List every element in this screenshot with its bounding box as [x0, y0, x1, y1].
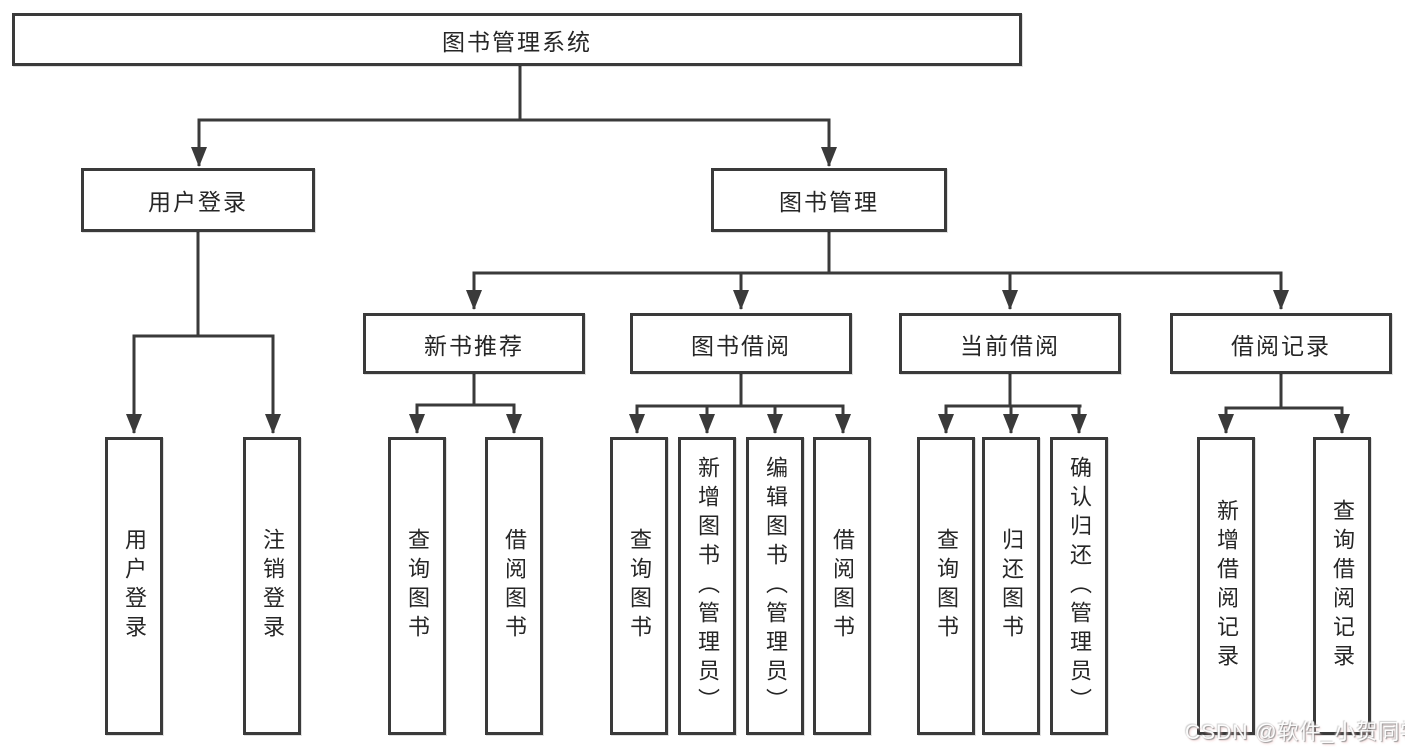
node-new-book-recommend: 新书推荐	[363, 313, 585, 374]
node-book-management: 图书管理	[711, 168, 947, 232]
book-management-branch	[466, 232, 1289, 310]
current-borrow-branch	[938, 374, 1087, 434]
node-borrow-record: 借阅记录	[1170, 313, 1392, 374]
borrow-record-branch	[1218, 374, 1350, 434]
leaf-logout: 注销登录	[243, 437, 301, 735]
root-branch	[191, 66, 837, 167]
book-borrow-branch	[629, 374, 851, 434]
node-current-borrow: 当前借阅	[899, 313, 1121, 374]
node-user-login: 用户登录	[81, 168, 315, 232]
leaf-edit-books-admin: 编辑图书（管理员）	[746, 437, 804, 735]
user-login-branch	[126, 232, 281, 434]
leaf-user-login: 用户登录	[105, 437, 163, 735]
leaf-query-borrow-record: 查询借阅记录	[1313, 437, 1371, 735]
leaf-add-books-admin: 新增图书（管理员）	[678, 437, 736, 735]
leaf-return-books: 归还图书	[982, 437, 1040, 735]
leaf-query-books-current: 查询图书	[917, 437, 975, 735]
node-book-borrow: 图书借阅	[630, 313, 852, 374]
leaf-query-books-recommend: 查询图书	[388, 437, 446, 735]
leaf-borrow-books: 借阅图书	[813, 437, 871, 735]
leaf-add-borrow-record: 新增借阅记录	[1197, 437, 1255, 735]
leaf-query-books-borrow: 查询图书	[610, 437, 668, 735]
leaf-confirm-return-admin: 确认归还（管理员）	[1050, 437, 1108, 735]
node-library-management-system: 图书管理系统	[12, 13, 1022, 66]
leaf-borrow-books-recommend: 借阅图书	[485, 437, 543, 735]
new-book-branch	[409, 374, 522, 434]
